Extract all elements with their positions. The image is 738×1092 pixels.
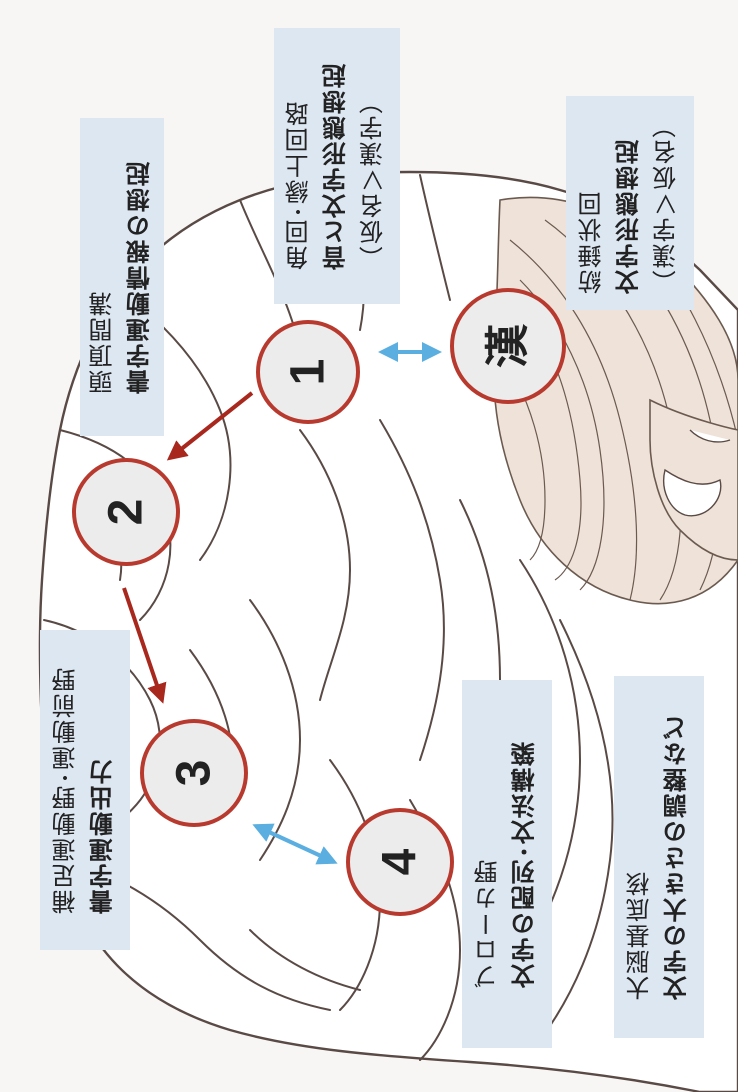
region-basal-name: 大脳基底核 [625,870,654,1000]
node-3-label: 3 [168,760,221,787]
region-basal-function: 文字の大きさの調整など [663,714,691,1000]
blue-arrows [252,342,442,865]
region-motor-box: 補足運動野･運動前野 書字運動出力 [40,630,130,950]
red-arrows [122,391,254,704]
node-kanji-label: 漢 [484,323,533,368]
node-kanji: 漢 [450,288,566,404]
region-fusiform-name: 紡錘状回 [578,190,607,294]
region-basal-box: 大脳基底核 文字の大きさの調整など [614,676,704,1038]
region-fusiform-note: （漢字＞仮名） [652,112,681,294]
region-broca-function: 文字の配列･文法構築 [511,740,539,988]
region-angular-box: 角回･縁上回路 音と文字形態想起 （仮名＞漢字） [274,28,400,304]
region-parietal-box: 頭頂間溝 書字運動情報の想起 [80,118,164,436]
node-3: 3 [140,719,248,827]
region-fusiform-box: 紡錘状回 文字形態想起 （漢字＞仮名） [566,96,694,310]
region-motor-name: 補足運動野･運動前野 [51,666,80,914]
node-1-label: 1 [282,359,335,386]
region-broca-box: ブローカ野 文字の配列･文法構築 [462,680,552,1048]
region-angular-name: 角回･縁上回路 [285,100,314,270]
region-motor-function: 書字運動出力 [89,758,117,914]
region-angular-note: （仮名＞漢字） [359,88,388,270]
region-parietal-function: 書字運動情報の想起 [126,160,154,394]
node-4: 4 [346,808,454,916]
node-2: 2 [72,458,180,566]
brainstem-detail [663,429,731,517]
node-4-label: 4 [374,848,427,875]
region-fusiform-function: 文字形態想起 [615,138,644,294]
node-1: 1 [256,320,360,424]
node-2-label: 2 [100,499,153,526]
region-parietal-name: 頭頂間溝 [88,290,117,394]
region-angular-function: 音と文字形態想起 [322,62,351,270]
region-broca-name: ブローカ野 [473,858,502,988]
